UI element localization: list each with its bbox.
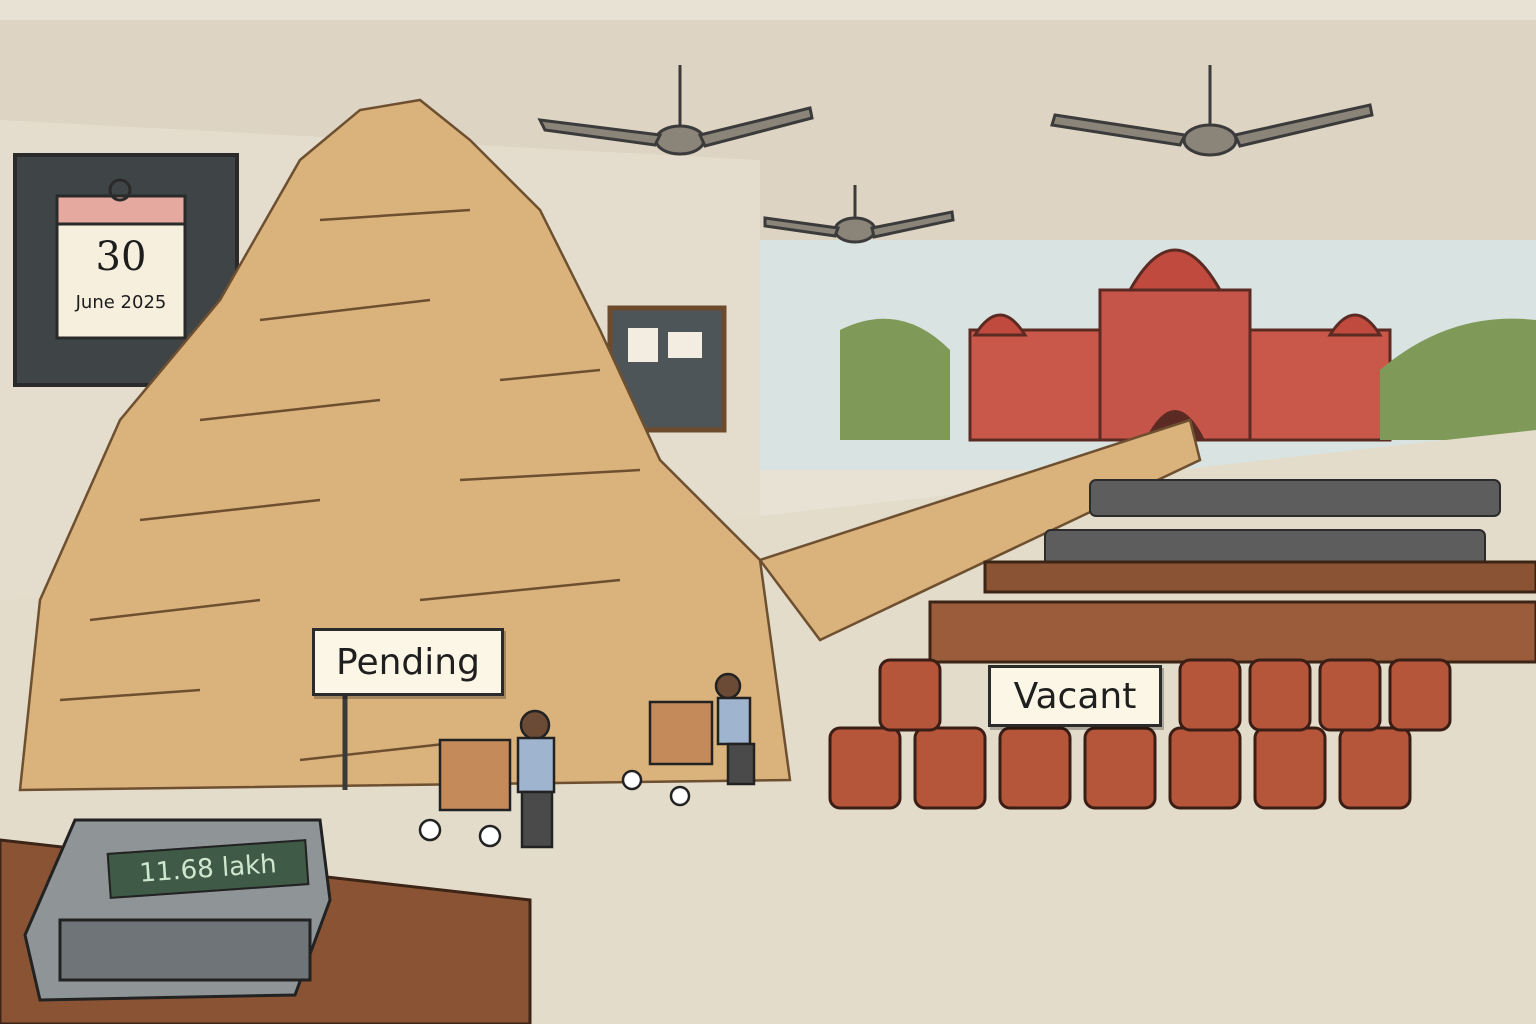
pending-label: Pending bbox=[336, 641, 480, 683]
pending-sign: Pending bbox=[312, 628, 504, 696]
calendar-day: 30 bbox=[95, 234, 147, 280]
notice-paper bbox=[668, 332, 702, 358]
worker-with-trolley bbox=[621, 672, 756, 807]
ceiling-fan-icon bbox=[763, 185, 955, 244]
ceiling-fan-icon bbox=[537, 65, 814, 156]
vacant-sign: Vacant bbox=[988, 665, 1162, 727]
trees-left bbox=[840, 318, 950, 440]
worker-with-trolley bbox=[418, 709, 556, 849]
back-row-chairs bbox=[1044, 479, 1501, 571]
ceiling-fan-icon bbox=[1050, 65, 1374, 157]
pending-files-pile bbox=[18, 98, 1202, 792]
trees-right bbox=[1380, 318, 1536, 440]
vacant-label: Vacant bbox=[1013, 675, 1137, 717]
vacant-chairs bbox=[828, 658, 1452, 810]
calendar-ring-icon bbox=[108, 178, 132, 202]
notice-paper bbox=[628, 328, 658, 362]
court-bench bbox=[983, 560, 1536, 594]
calendar-month-year: June 2025 bbox=[75, 292, 167, 313]
witness-bar bbox=[928, 600, 1536, 664]
